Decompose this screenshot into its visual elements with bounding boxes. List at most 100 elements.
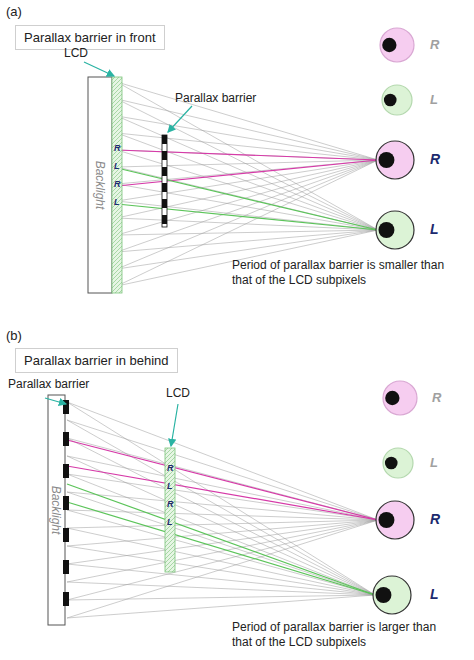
ray (117, 116, 378, 230)
eye (376, 141, 414, 179)
pupil (375, 587, 391, 603)
barrier-slat (162, 151, 167, 160)
note: Period of parallax barrier is smaller th… (232, 258, 452, 288)
eye-label: R (430, 511, 440, 527)
panel-title: Parallax barrier in behind (15, 348, 178, 373)
note: Period of parallax barrier is larger tha… (232, 620, 452, 650)
ray (67, 420, 378, 520)
ray (67, 510, 375, 595)
ray (117, 150, 378, 230)
backlight-frame (48, 395, 65, 625)
eye-label: L (430, 586, 439, 602)
pupil (385, 391, 399, 405)
parallax-barrier (162, 135, 167, 227)
barrier-frame (162, 135, 167, 227)
eye-label: R (430, 37, 439, 52)
ray (117, 150, 378, 160)
ray (67, 438, 375, 595)
ray (67, 564, 375, 595)
lcd-panel (165, 448, 175, 572)
ray (67, 520, 378, 618)
barrier-slat (63, 560, 69, 574)
eye (383, 381, 417, 415)
ray (67, 520, 378, 600)
subpixel-label: L (167, 481, 173, 491)
highlight-ray (117, 204, 378, 230)
ray (67, 595, 375, 600)
ray (67, 402, 378, 520)
subpixel-label: R (114, 179, 121, 189)
ray (67, 456, 375, 595)
eye-label: R (432, 390, 441, 405)
barrier-slat (162, 199, 167, 208)
ray (117, 160, 378, 218)
eye (380, 28, 414, 62)
ray (117, 133, 378, 160)
part-name: Parallax barrier (8, 377, 89, 391)
barrier-slat (162, 183, 167, 192)
eye (376, 211, 414, 249)
barrier-slat (162, 167, 167, 176)
backlight-label: Backlight (93, 161, 107, 210)
ray (117, 82, 378, 160)
highlight-ray (67, 466, 378, 520)
ray (67, 402, 375, 595)
pupil (385, 457, 398, 470)
ray (67, 582, 375, 595)
highlight-ray (67, 440, 378, 520)
title-text: Parallax barrier in behind (24, 353, 169, 368)
ray (117, 201, 378, 230)
panel-letter: (a) (6, 4, 22, 19)
title-text: Parallax barrier in front (24, 30, 156, 45)
part-name: Parallax barrier (175, 91, 256, 105)
eye (382, 85, 412, 115)
ray (117, 230, 378, 235)
backlight-label: Backlight (50, 486, 64, 535)
eye (376, 501, 414, 539)
highlight-ray (117, 150, 378, 160)
leader-line (84, 62, 114, 76)
ray (117, 82, 378, 230)
highlight-ray (117, 168, 378, 230)
part-name: LCD (166, 386, 190, 400)
subpixel-label: L (114, 197, 120, 207)
highlight-ray (67, 484, 375, 595)
subpixel-label: L (167, 517, 173, 527)
leader-line (171, 404, 178, 446)
barrier-slat (63, 432, 69, 446)
pupil (384, 94, 397, 107)
eye (373, 576, 411, 614)
backlight-frame (88, 77, 112, 293)
ray (117, 160, 378, 201)
eye-label: L (430, 455, 438, 470)
ray (67, 520, 378, 564)
ray (117, 99, 378, 160)
pupil (378, 512, 394, 528)
eye-label: L (430, 92, 438, 107)
ray (117, 230, 378, 252)
barrier-slat (63, 464, 69, 478)
barrier-slat (63, 400, 69, 414)
barrier-slat (162, 215, 167, 224)
subpixel-label: L (114, 161, 120, 171)
eye (383, 448, 413, 478)
ray (117, 116, 378, 160)
eye-label: L (430, 221, 439, 237)
ray (117, 133, 378, 230)
pupil (382, 38, 396, 52)
parallax-barrier (63, 400, 69, 606)
subpixel-label: R (167, 499, 174, 509)
barrier-slat (63, 496, 69, 510)
ray (67, 546, 375, 595)
part-name: LCD (64, 46, 88, 60)
barrier-slat (162, 135, 167, 144)
subpixel-label: R (114, 143, 121, 153)
ray (67, 520, 378, 582)
ray (67, 528, 375, 595)
ray (67, 595, 375, 618)
ray (67, 456, 378, 520)
ray (117, 160, 378, 235)
leader-line (168, 106, 192, 132)
lcd-panel (112, 77, 122, 293)
